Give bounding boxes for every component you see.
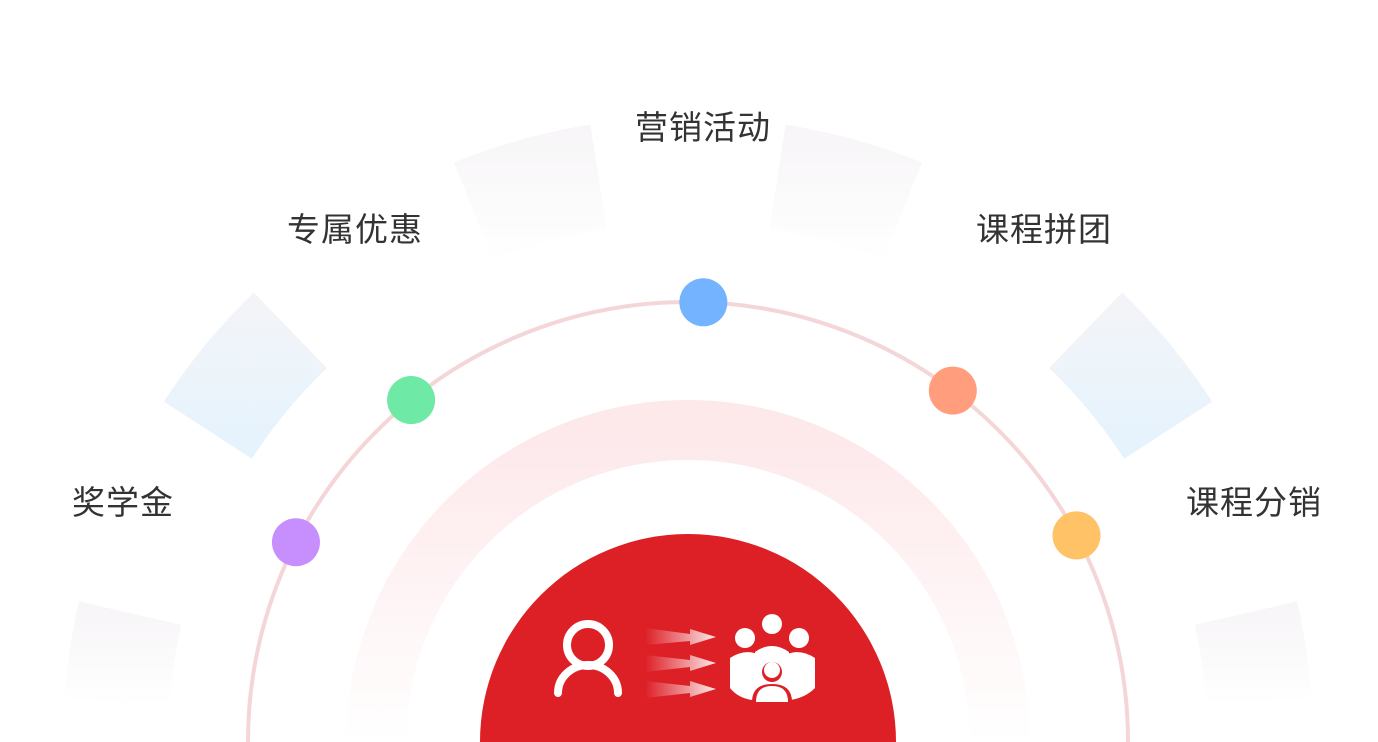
group-icon: [730, 614, 815, 702]
label-scholarship: 奖学金: [72, 483, 174, 522]
label-course-distribution: 课程分销: [1186, 483, 1322, 522]
person-icon: [554, 620, 622, 697]
label-course-group-buy: 课程拼团: [976, 210, 1112, 249]
orbit-dot: [679, 278, 728, 327]
decorative-tile: [1049, 292, 1213, 459]
arrows-icon: [645, 628, 716, 698]
orbit-dot: [387, 376, 436, 425]
orbit-dot: [928, 366, 977, 415]
decorative-tile: [769, 124, 923, 260]
decorative-tile: [1194, 601, 1312, 706]
orbit-dot: [1052, 511, 1101, 560]
inner-band: [346, 400, 1030, 742]
decorative-tile: [163, 292, 327, 459]
decorative-tile: [453, 124, 607, 260]
orbit-dot: [271, 518, 320, 567]
decorative-tile: [64, 601, 182, 706]
label-exclusive-discount: 专属优惠: [287, 210, 423, 249]
label-marketing-activity: 营销活动: [635, 108, 771, 147]
